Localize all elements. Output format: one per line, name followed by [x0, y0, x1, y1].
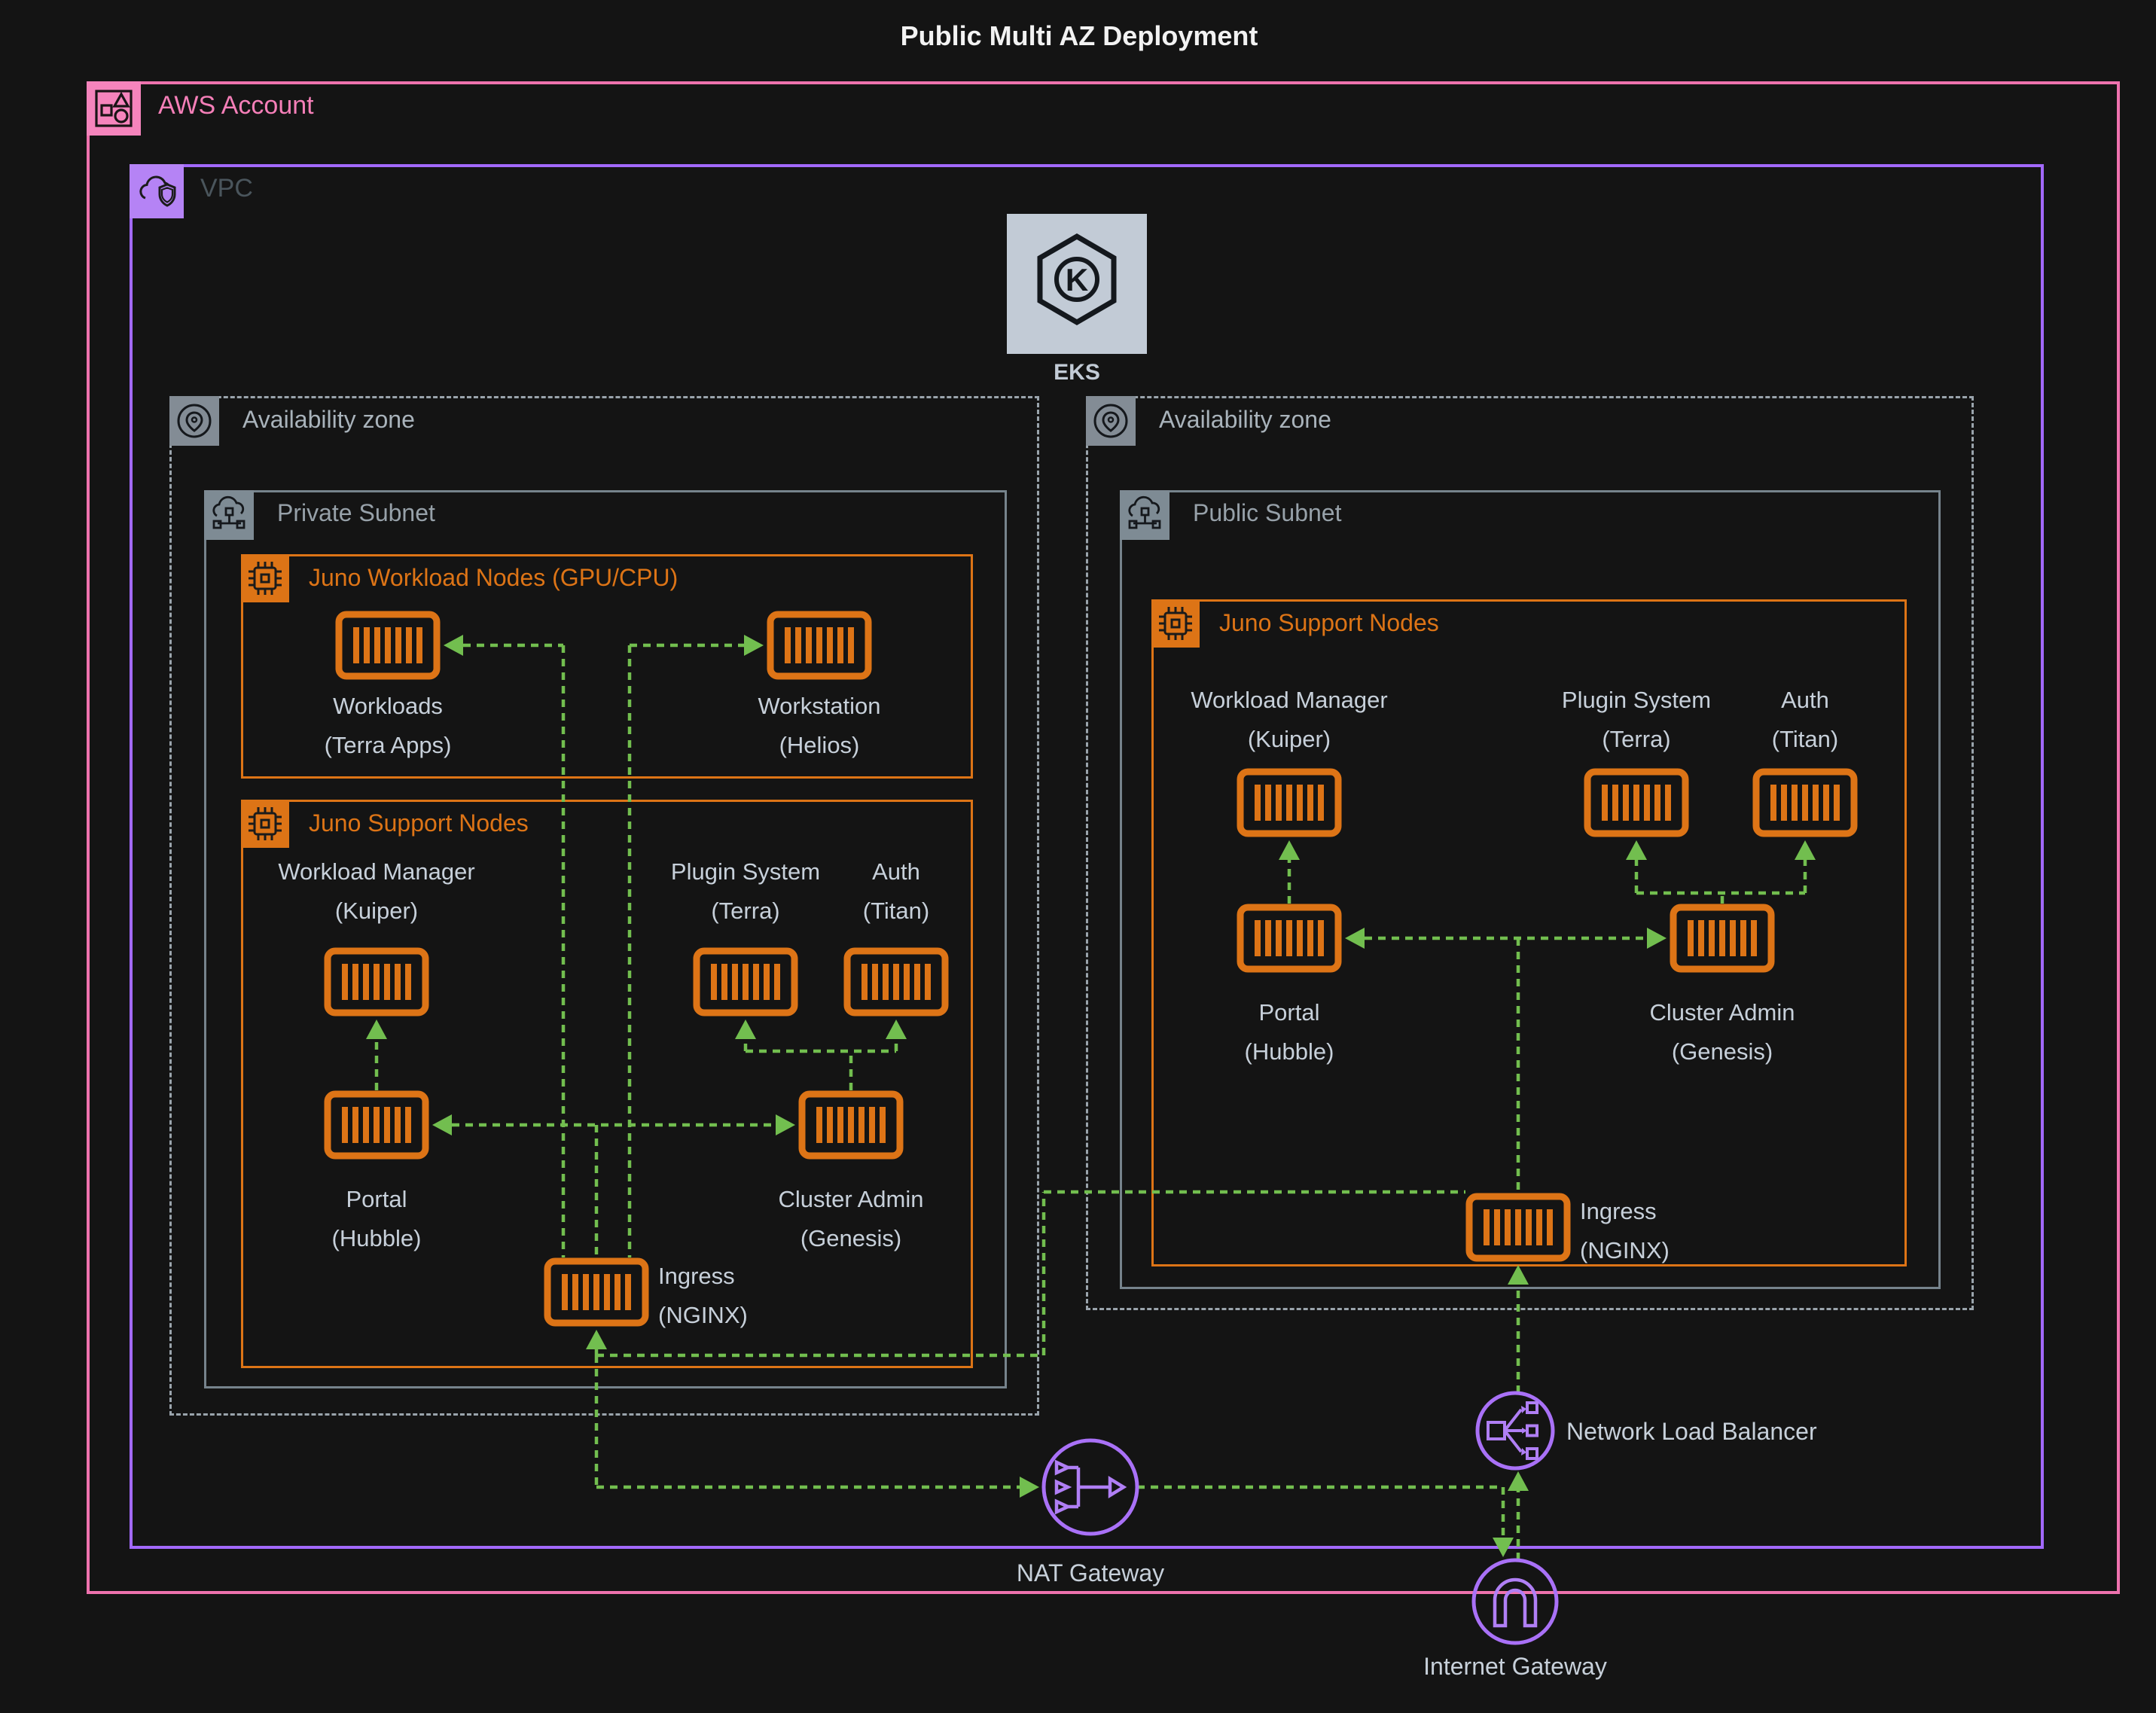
support-group-left-chip-icon [241, 800, 289, 848]
workloads-container-icon [335, 611, 441, 680]
cluster-right-label-line1: Cluster Admin [1649, 999, 1795, 1026]
availability-zone-right-icon [1086, 396, 1136, 446]
cluster-right-label-line2: (Genesis) [1671, 1038, 1773, 1065]
wm-left-label-line2: (Kuiper) [334, 898, 419, 924]
workload-group-left-label: Juno Workload Nodes (GPU/CPU) [309, 564, 679, 591]
workstation-label-line2: (Helios) [779, 732, 860, 758]
ingress-right-label-line1: Ingress [1580, 1198, 1657, 1224]
auth-right-container-icon [1752, 768, 1858, 837]
workstation-container-icon [767, 611, 872, 680]
plugin-right-label-line1: Plugin System [1561, 687, 1712, 713]
aws-account-box [87, 81, 2120, 1594]
portal-left-label-line1: Portal [346, 1186, 407, 1212]
page-title: Public Multi AZ Deployment [900, 20, 1258, 51]
vpc-cloud-shield-icon [130, 164, 184, 218]
availability-zone-left-label: Availability zone [242, 406, 415, 433]
workload-group-chip-icon [241, 554, 289, 602]
plugin-left-container-icon [693, 947, 798, 1017]
network-load-balancer-label: Network Load Balancer [1566, 1418, 1817, 1445]
wm-right-label-line2: (Kuiper) [1247, 726, 1331, 752]
internet-gateway-icon [1471, 1558, 1559, 1645]
internet-gateway-label: Internet Gateway [1423, 1653, 1607, 1680]
aws-account-label: AWS Account [158, 91, 314, 120]
eks-icon: K [1007, 214, 1147, 354]
private-subnet-label: Private Subnet [277, 499, 435, 526]
wm-right-container-icon [1237, 768, 1342, 837]
ingress-left-label-line2: (NGINX) [658, 1302, 748, 1328]
workloads-label-line1: Workloads [333, 693, 443, 719]
public-subnet-icon [1120, 490, 1169, 540]
eks-label: EKS [1054, 360, 1100, 385]
auth-right-label-line2: (Titan) [1771, 726, 1839, 752]
support-group-left-label: Juno Support Nodes [309, 809, 529, 837]
workloads-label-line2: (Terra Apps) [324, 732, 452, 758]
public-subnet-label: Public Subnet [1193, 499, 1342, 526]
portal-left-container-icon [324, 1090, 429, 1160]
workstation-label-line1: Workstation [758, 693, 881, 719]
aws-account-icon [87, 81, 141, 136]
auth-left-container-icon [843, 947, 949, 1017]
ingress-right-label-line2: (NGINX) [1580, 1237, 1670, 1263]
wm-right-label-line1: Workload Manager [1191, 687, 1388, 713]
portal-right-label-line2: (Hubble) [1244, 1038, 1334, 1065]
nat-gateway-label: NAT Gateway [1016, 1559, 1165, 1587]
plugin-right-container-icon [1584, 768, 1689, 837]
portal-right-label-line1: Portal [1258, 999, 1320, 1026]
ingress-right-container-icon [1465, 1193, 1571, 1262]
support-group-right-chip-icon [1151, 599, 1200, 648]
support-group-right-label: Juno Support Nodes [1219, 609, 1439, 636]
portal-right-container-icon [1237, 904, 1342, 973]
vpc-label: VPC [200, 174, 253, 203]
auth-right-label-line1: Auth [1781, 687, 1829, 713]
nat-gateway-icon [1041, 1438, 1139, 1536]
availability-zone-right-label: Availability zone [1159, 406, 1331, 433]
plugin-right-label-line2: (Terra) [1602, 726, 1671, 752]
plugin-left-label-line1: Plugin System [670, 858, 821, 885]
plugin-left-label-line2: (Terra) [711, 898, 780, 924]
cluster-left-label-line1: Cluster Admin [778, 1186, 924, 1212]
portal-left-label-line2: (Hubble) [331, 1225, 422, 1251]
cluster-left-label-line2: (Genesis) [800, 1225, 902, 1251]
availability-zone-left-icon [169, 396, 219, 446]
network-load-balancer-icon [1475, 1391, 1555, 1471]
auth-left-label-line2: (Titan) [862, 898, 930, 924]
auth-left-label-line1: Auth [872, 858, 920, 885]
private-subnet-icon [204, 490, 254, 540]
wm-left-label-line1: Workload Manager [278, 858, 475, 885]
cluster-left-container-icon [798, 1090, 904, 1160]
wm-left-container-icon [324, 947, 429, 1017]
ingress-left-label-line1: Ingress [658, 1263, 735, 1289]
svg-text:K: K [1066, 262, 1088, 297]
cluster-right-container-icon [1670, 904, 1775, 973]
ingress-left-container-icon [544, 1257, 649, 1327]
